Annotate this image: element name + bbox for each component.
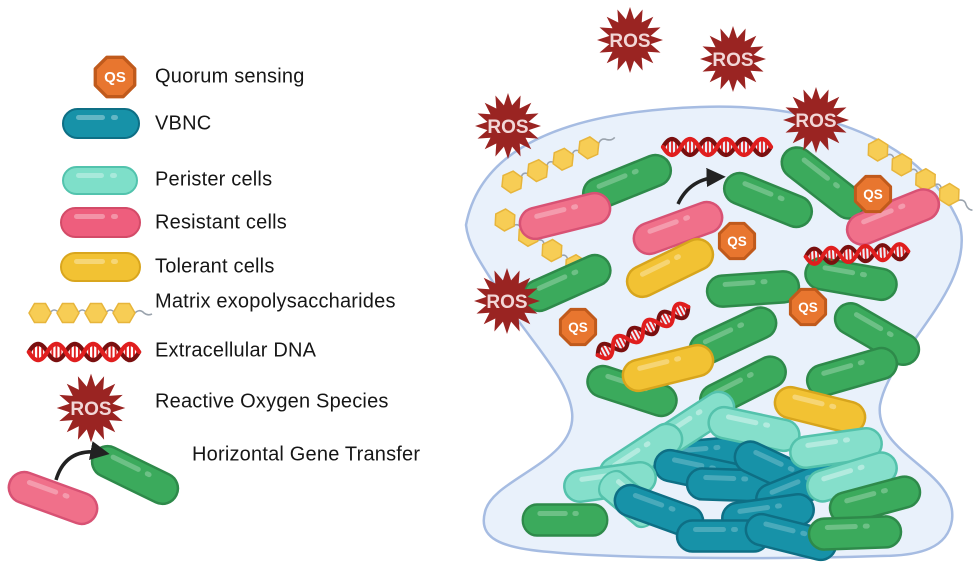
legend-label-matrix-exopolysaccharides: Matrix exopolysaccharides bbox=[155, 290, 396, 313]
ros-burst: ROS bbox=[475, 93, 541, 159]
ros-icon: ROS bbox=[56, 373, 126, 443]
ros-badge-label: ROS bbox=[609, 31, 650, 52]
extracellular-dna-icon bbox=[26, 336, 142, 368]
qs-badge-label: QS bbox=[104, 69, 126, 86]
legend-label-reactive-oxygen-species: Reactive Oxygen Species bbox=[155, 390, 389, 413]
hgt-donor-cell bbox=[3, 466, 103, 530]
qs-badge-label: QS bbox=[798, 300, 818, 315]
resistant-cell-icon bbox=[60, 207, 141, 238]
hgt-arrow bbox=[54, 441, 110, 481]
tolerant-cell-icon bbox=[60, 252, 141, 282]
ros-burst: ROS bbox=[597, 7, 663, 73]
ros-badge-label: ROS bbox=[486, 292, 527, 313]
legend-label-horizontal-gene-transfer: Horizontal Gene Transfer bbox=[192, 443, 421, 466]
ros-badge-label: ROS bbox=[712, 50, 753, 71]
matrix-exopolysaccharides-icon bbox=[28, 302, 153, 324]
green-cell bbox=[704, 269, 802, 309]
ros-badge-label: ROS bbox=[487, 117, 528, 138]
legend-label-extracellular-dna: Extracellular DNA bbox=[155, 339, 317, 362]
legend-label-resistant-cells: Resistant cells bbox=[155, 211, 287, 234]
legend-label-vbnc: VBNC bbox=[155, 112, 212, 135]
biofilm-illustration: QS QS QS QS ROS ROS ROS ROS ROS bbox=[464, 7, 979, 565]
ros-badge-label: ROS bbox=[70, 399, 111, 420]
qs-badge-label: QS bbox=[727, 234, 747, 249]
gene-transfer-arrow bbox=[676, 167, 726, 205]
qs-badge: QS bbox=[558, 307, 598, 347]
qs-badge: QS bbox=[788, 287, 828, 327]
qs-badge-label: QS bbox=[568, 320, 588, 335]
ros-burst: ROS bbox=[783, 87, 849, 153]
qs-badge-label: QS bbox=[863, 187, 883, 202]
green-cell bbox=[807, 514, 903, 552]
persister-cell-icon bbox=[62, 166, 138, 195]
horizontal-gene-transfer-icon bbox=[3, 439, 185, 530]
legend-label-quorum-sensing: Quorum sensing bbox=[155, 65, 305, 88]
legend-label-tolerant-cells: Tolerant cells bbox=[155, 255, 275, 278]
ros-badge-label: ROS bbox=[795, 111, 836, 132]
ros-burst: ROS bbox=[474, 268, 540, 334]
qs-badge: QS bbox=[853, 174, 893, 214]
legend-label-perister-cells: Perister cells bbox=[155, 168, 273, 191]
quorum-sensing-icon: QS bbox=[93, 55, 137, 99]
ros-burst: ROS bbox=[700, 26, 766, 92]
vbnc-cell-icon bbox=[62, 108, 140, 139]
green-cell bbox=[521, 503, 609, 537]
qs-badge: QS bbox=[717, 221, 757, 261]
